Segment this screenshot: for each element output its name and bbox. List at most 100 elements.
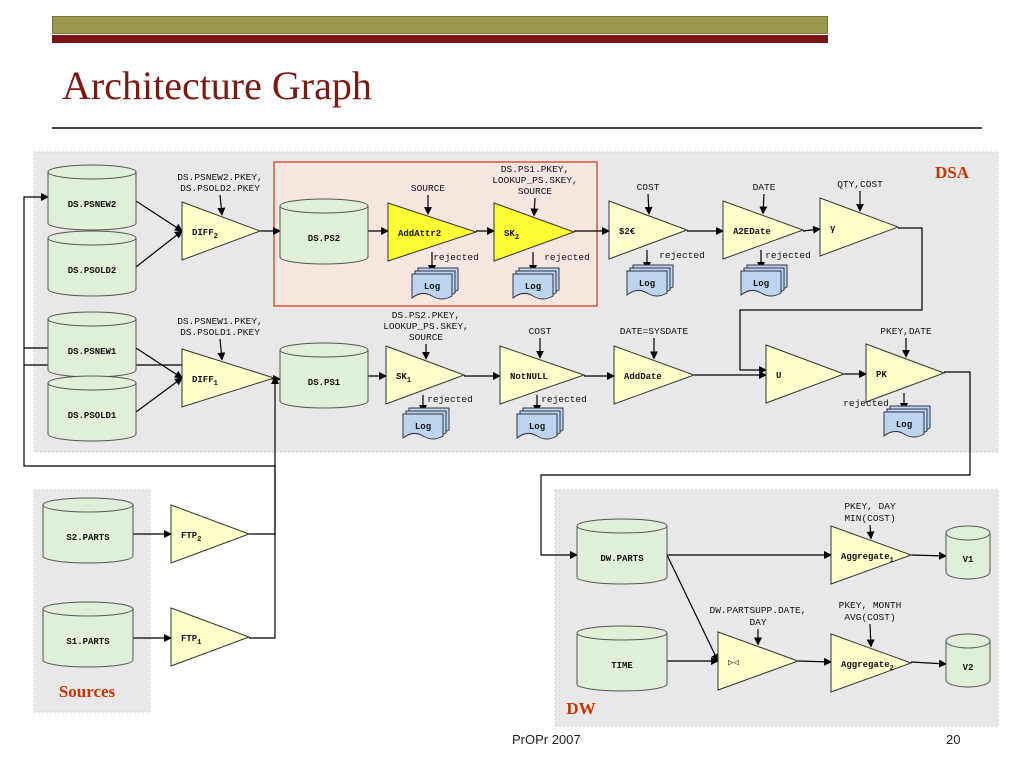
flow-arrow (910, 551, 947, 560)
params-adddate: DATE=SYSDATE (620, 326, 688, 360)
operator-sk2: SK2 (493, 202, 576, 262)
operator-subscript: 1 (890, 557, 894, 565)
param-arrow (217, 194, 226, 216)
param-text: DW.PARTSUPP.DATE, (710, 605, 807, 616)
param-text: MIN(COST) (844, 513, 895, 524)
operator-shape (819, 197, 900, 257)
flow-arrow (135, 377, 183, 413)
flow-arrow (249, 376, 279, 639)
params-addattr2: SOURCE (411, 183, 446, 216)
param-text: DS.PSNEW2.PKEY, (177, 172, 263, 183)
cylinder-time: TIME (576, 625, 668, 692)
slide-title: Architecture Graph (62, 63, 372, 108)
cylinder-body (42, 504, 134, 564)
operator-label: FTP1 (181, 634, 201, 647)
operator-label: $2€ (619, 227, 636, 237)
cylinder-body (47, 382, 137, 442)
cylinder-ds-psold1: DS.PSOLD1 (47, 375, 137, 442)
log-page (740, 270, 782, 297)
rejected-label: rejected (843, 398, 889, 409)
operator-join: ▷◁ (717, 631, 800, 691)
operator-shape (493, 202, 576, 262)
log-sk1: Log rejected (402, 394, 473, 440)
params-diff2: DS.PSNEW2.PKEY,DS.PSOLD2.PKEY (177, 172, 263, 216)
operator-pk: PK (865, 343, 946, 403)
cylinder-dw-parts: DW.PARTS (576, 518, 668, 585)
operator-name: U (776, 371, 781, 381)
param-text: COST (637, 182, 660, 193)
cylinder-label: TIME (611, 661, 633, 671)
cylinder-ds-ps2: DS.PS2 (279, 198, 369, 265)
log-label: Log (896, 420, 912, 430)
operator-label: SK1 (396, 372, 411, 385)
log-label: Log (415, 422, 431, 432)
param-text: DS.PSOLD1.PKEY (180, 327, 260, 338)
operator-name: FTP (181, 531, 198, 541)
title-underline (52, 127, 982, 129)
operator-shape (170, 607, 251, 667)
log-label: Log (639, 279, 655, 289)
param-text: LOOKUP_PS.SKEY, (492, 175, 578, 186)
operator-label: Aggregate2 (841, 660, 894, 673)
operator-shape (181, 201, 262, 261)
cylinder-label: DS.PS1 (308, 378, 341, 388)
operator-name: NotNULL (510, 372, 548, 382)
flow-arrow (797, 657, 832, 666)
params-diff1: DS.PSNEW1.PKEY,DS.PSOLD1.PKEY (177, 316, 263, 361)
operator-name: ▷◁ (728, 658, 739, 668)
operator-shape (181, 348, 276, 408)
cylinder-body (47, 171, 137, 231)
param-text: SOURCE (409, 332, 444, 343)
operator-shape (717, 631, 800, 691)
flow-arrow (540, 371, 971, 559)
flow-arrow (739, 227, 923, 374)
operator-name: DIFF (192, 375, 214, 385)
operator-name: Aggregate (841, 660, 890, 670)
panel-label-sources: Sources (59, 682, 116, 701)
cylinder-ds-psold2: DS.PSOLD2 (47, 230, 137, 297)
operator-ftp2: FTP2 (170, 504, 251, 564)
rejected-label: rejected (427, 394, 473, 405)
rejected-label: rejected (765, 250, 811, 261)
cylinder-ds-psnew1: DS.PSNEW1 (47, 311, 137, 378)
cylinder-body (279, 349, 369, 409)
param-text: SOURCE (518, 186, 553, 197)
cylinder-ds-psnew2: DS.PSNEW2 (47, 164, 137, 231)
flow-arrow (910, 659, 947, 668)
operator-shape (865, 343, 946, 403)
cylinder-top (47, 230, 137, 246)
cylinder-body (576, 525, 668, 585)
operator-subscript: 1 (197, 639, 201, 647)
cylinder-top (945, 525, 991, 541)
operator-name: DIFF (192, 228, 214, 238)
log-page (626, 270, 668, 297)
operator-addattr2: AddAttr2 (387, 202, 478, 262)
operator-subscript: 2 (515, 234, 519, 242)
operator-shape (499, 345, 586, 405)
cylinder-top (945, 633, 991, 649)
param-text: SOURCE (411, 183, 446, 194)
log-page (883, 411, 925, 438)
operator-subscript: 2 (197, 536, 201, 544)
cylinder-v1: V1 (945, 525, 991, 580)
log-label: Log (424, 282, 440, 292)
cylinder-body (47, 237, 137, 297)
cylinder-label: DS.PSOLD2 (68, 266, 117, 276)
cylinder-body (945, 532, 991, 580)
operator-shape (830, 525, 913, 585)
cylinder-top (47, 311, 137, 327)
operator-label: AddAttr2 (398, 229, 441, 239)
cylinder-ds-ps1: DS.PS1 (279, 342, 369, 409)
operator-name: SK (504, 229, 515, 239)
param-arrow (759, 193, 768, 215)
top-decor-bar-red (52, 35, 828, 43)
cylinder-top (47, 375, 137, 391)
operator-subscript: 1 (214, 380, 218, 388)
param-text: DS.PSOLD2.PKEY (180, 183, 260, 194)
param-text: COST (529, 326, 552, 337)
